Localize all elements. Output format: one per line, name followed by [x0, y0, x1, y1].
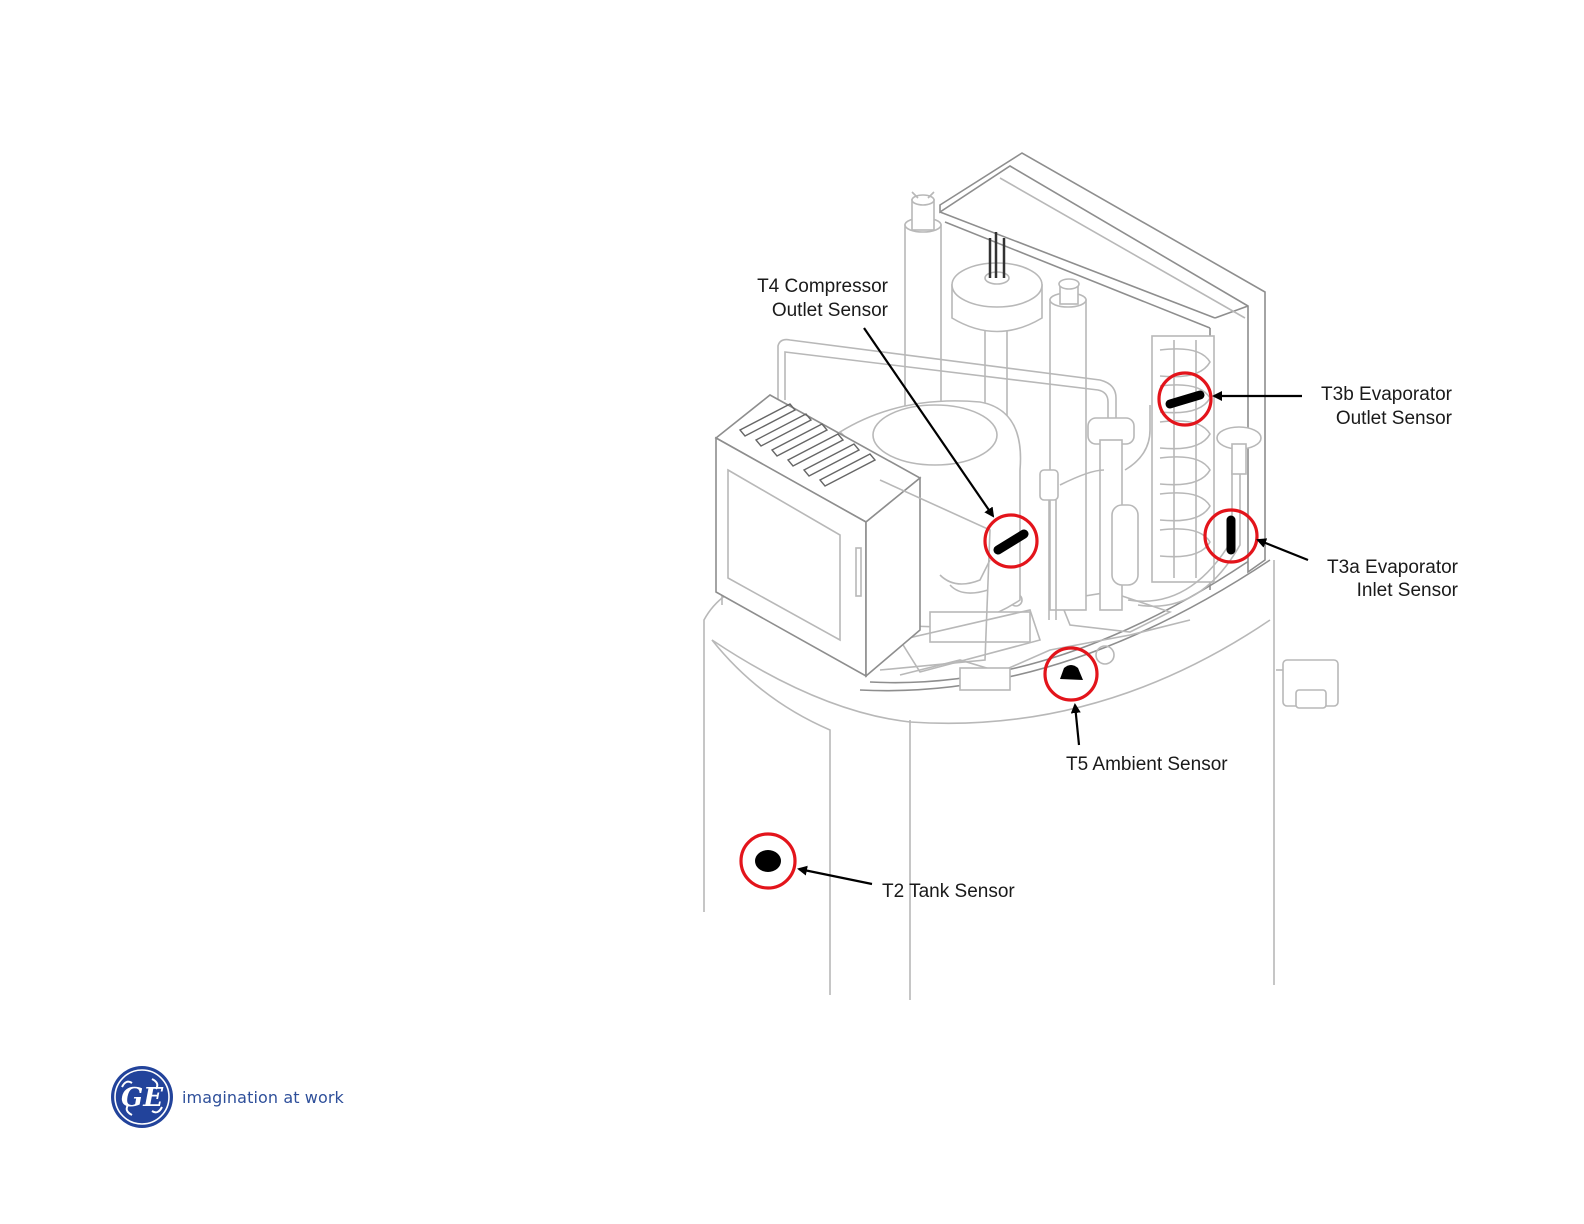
sensor-t2-marker [741, 834, 795, 888]
ge-logo: GE [110, 1065, 174, 1129]
label-t4-line1: T4 Compressor [757, 276, 889, 297]
label-t3b-line2: Outlet Sensor [1336, 408, 1453, 429]
brand-footer: GE imagination at work [110, 1064, 344, 1130]
sensor-t5-marker [1045, 648, 1097, 700]
brand-tagline: imagination at work [182, 1088, 344, 1107]
label-t5: T5 Ambient Sensor [1066, 754, 1228, 775]
label-t3b-line1: T3b Evaporator [1321, 384, 1453, 405]
label-t3a-line2: Inlet Sensor [1357, 580, 1459, 601]
ge-logo-text: GE [121, 1083, 164, 1113]
arrow-t2 [799, 869, 872, 884]
label-t2: T2 Tank Sensor [882, 881, 1015, 902]
label-t3a-line1: T3a Evaporator [1327, 557, 1459, 578]
arrow-t5 [1075, 705, 1079, 745]
label-t4-line2: Outlet Sensor [772, 300, 889, 321]
